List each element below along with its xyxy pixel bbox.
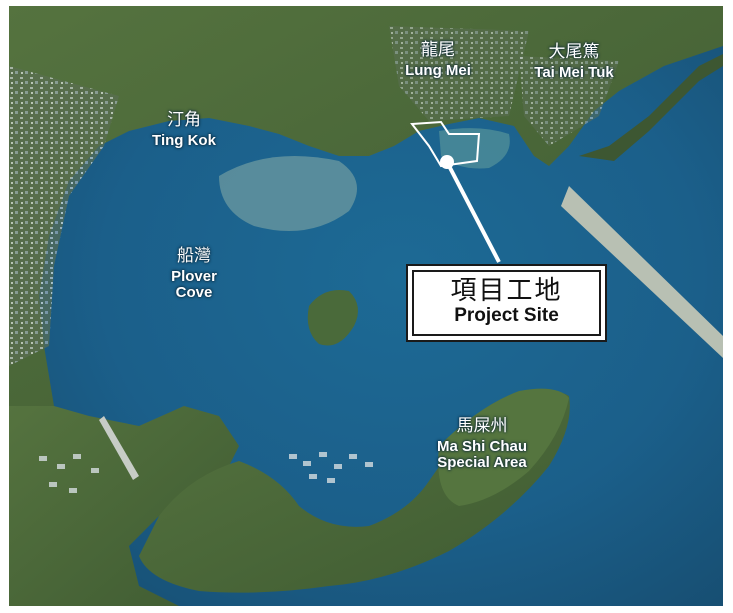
north-village xyxy=(389,26,529,121)
ma-shi-chau-island xyxy=(438,388,569,506)
label-ma-shi-chau-en-1: Ma Shi Chau xyxy=(436,437,527,455)
plover-cove-dam xyxy=(561,186,723,358)
label-ma-shi-chau: 馬屎州 Ma Shi Chau Special Area xyxy=(407,416,557,471)
project-site-label-zh: 項目工地 xyxy=(450,276,563,306)
project-site-pointer xyxy=(445,161,501,263)
label-ma-shi-chau-en-2: Special Area xyxy=(437,453,527,471)
label-ting-kok: 汀角 Ting Kok xyxy=(129,110,239,149)
label-plover-cove-zh: 船灣 xyxy=(177,246,211,266)
label-plover-cove: 船灣 Plover Cove xyxy=(149,246,239,301)
west-village xyxy=(9,66,119,366)
project-site-marker xyxy=(440,155,454,169)
project-site-label-en: Project Site xyxy=(454,305,559,326)
lung-mei-shallows xyxy=(439,128,510,169)
project-site-callout-inner: 項目工地 Project Site xyxy=(412,270,601,336)
shallow-bay xyxy=(219,156,357,231)
label-tai-mei-tuk-en: Tai Mei Tuk xyxy=(534,63,614,81)
tai-mei-tuk-village xyxy=(519,56,619,146)
label-tai-mei-tuk-zh: 大尾篤 xyxy=(548,42,600,62)
label-ting-kok-en: Ting Kok xyxy=(152,131,216,149)
central-island xyxy=(307,290,358,346)
label-ting-kok-zh: 汀角 xyxy=(167,110,201,130)
label-plover-cove-en-1: Plover xyxy=(171,267,217,285)
label-ma-shi-chau-zh: 馬屎州 xyxy=(456,416,508,436)
label-lung-mei-en: Lung Mei xyxy=(405,61,471,79)
label-lung-mei: 龍尾 Lung Mei xyxy=(393,40,483,79)
project-site-callout: 項目工地 Project Site xyxy=(406,264,607,342)
pier xyxy=(99,416,139,480)
label-plover-cove-en-2: Cove xyxy=(175,283,213,301)
project-site-outline xyxy=(410,120,481,168)
map-graphic xyxy=(9,6,723,606)
south-land xyxy=(9,406,239,606)
satellite-map[interactable]: 龍尾 Lung Mei 大尾篤 Tai Mei Tuk 汀角 Ting Kok … xyxy=(9,6,723,606)
fish-farms xyxy=(39,452,373,493)
label-lung-mei-zh: 龍尾 xyxy=(421,40,455,60)
label-tai-mei-tuk: 大尾篤 Tai Mei Tuk xyxy=(509,42,639,81)
